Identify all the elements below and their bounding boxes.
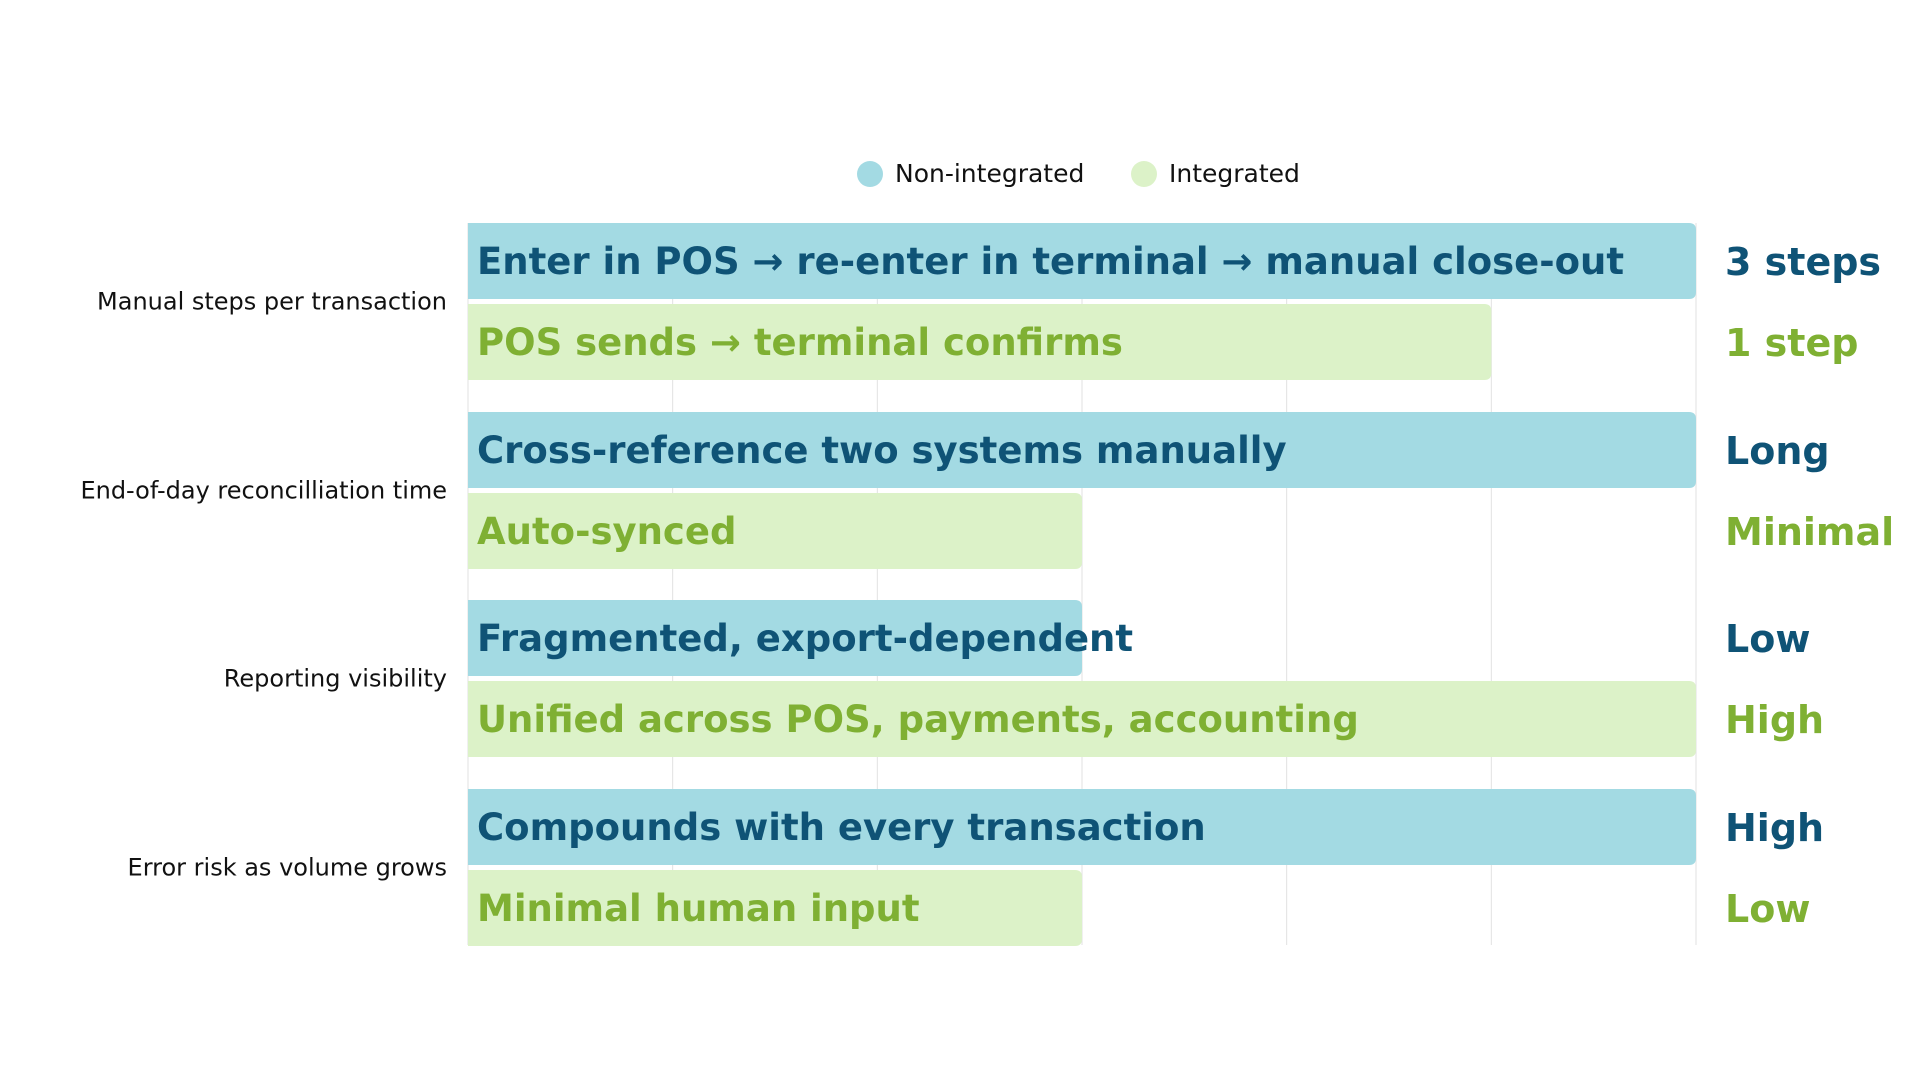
bar-label-integrated: Unified across POS, payments, accounting (477, 698, 1359, 741)
outcome-label-integrated: Minimal (1725, 510, 1894, 554)
bar-label-integrated: Auto-synced (477, 510, 736, 553)
bar-integrated (468, 493, 1082, 569)
outcome-label-non-integrated: High (1725, 806, 1824, 850)
bar-integrated (468, 304, 1492, 380)
bar-non-integrated (468, 412, 1696, 488)
legend-swatch-non-integrated (857, 161, 883, 187)
category-label: Manual steps per transaction (97, 288, 447, 316)
outcome-label-integrated: Low (1725, 887, 1810, 931)
bar-label-non-integrated: Fragmented, export-dependent (477, 617, 1133, 660)
outcome-label-non-integrated: Long (1725, 429, 1830, 473)
legend-swatch-integrated (1131, 161, 1157, 187)
bar-integrated (468, 870, 1082, 946)
bar-label-non-integrated: Compounds with every transaction (477, 806, 1206, 849)
legend: Non-integrated Integrated (857, 159, 1300, 188)
bar-label-integrated: POS sends → terminal confirms (477, 321, 1123, 364)
bar-non-integrated (468, 223, 1696, 299)
category-label: Error risk as volume grows (128, 854, 447, 882)
category-label: End-of-day reconcilliation time (80, 477, 447, 505)
legend-label-integrated: Integrated (1169, 159, 1300, 188)
bar-label-integrated: Minimal human input (477, 887, 920, 930)
bar-label-non-integrated: Enter in POS → re-enter in terminal → ma… (477, 240, 1624, 283)
category-label: Reporting visibility (224, 665, 447, 693)
outcome-label-non-integrated: 3 steps (1725, 240, 1881, 284)
bar-non-integrated (468, 600, 1082, 676)
bar-non-integrated (468, 789, 1696, 865)
outcome-label-integrated: 1 step (1725, 321, 1858, 365)
bar-label-non-integrated: Cross-reference two systems manually (477, 429, 1287, 472)
legend-label-non-integrated: Non-integrated (895, 159, 1084, 188)
bar-integrated (468, 681, 1696, 757)
bars: Enter in POS → re-enter in terminal → ma… (468, 223, 1696, 946)
outcome-label-non-integrated: Low (1725, 617, 1810, 661)
outcome-label-integrated: High (1725, 698, 1824, 742)
